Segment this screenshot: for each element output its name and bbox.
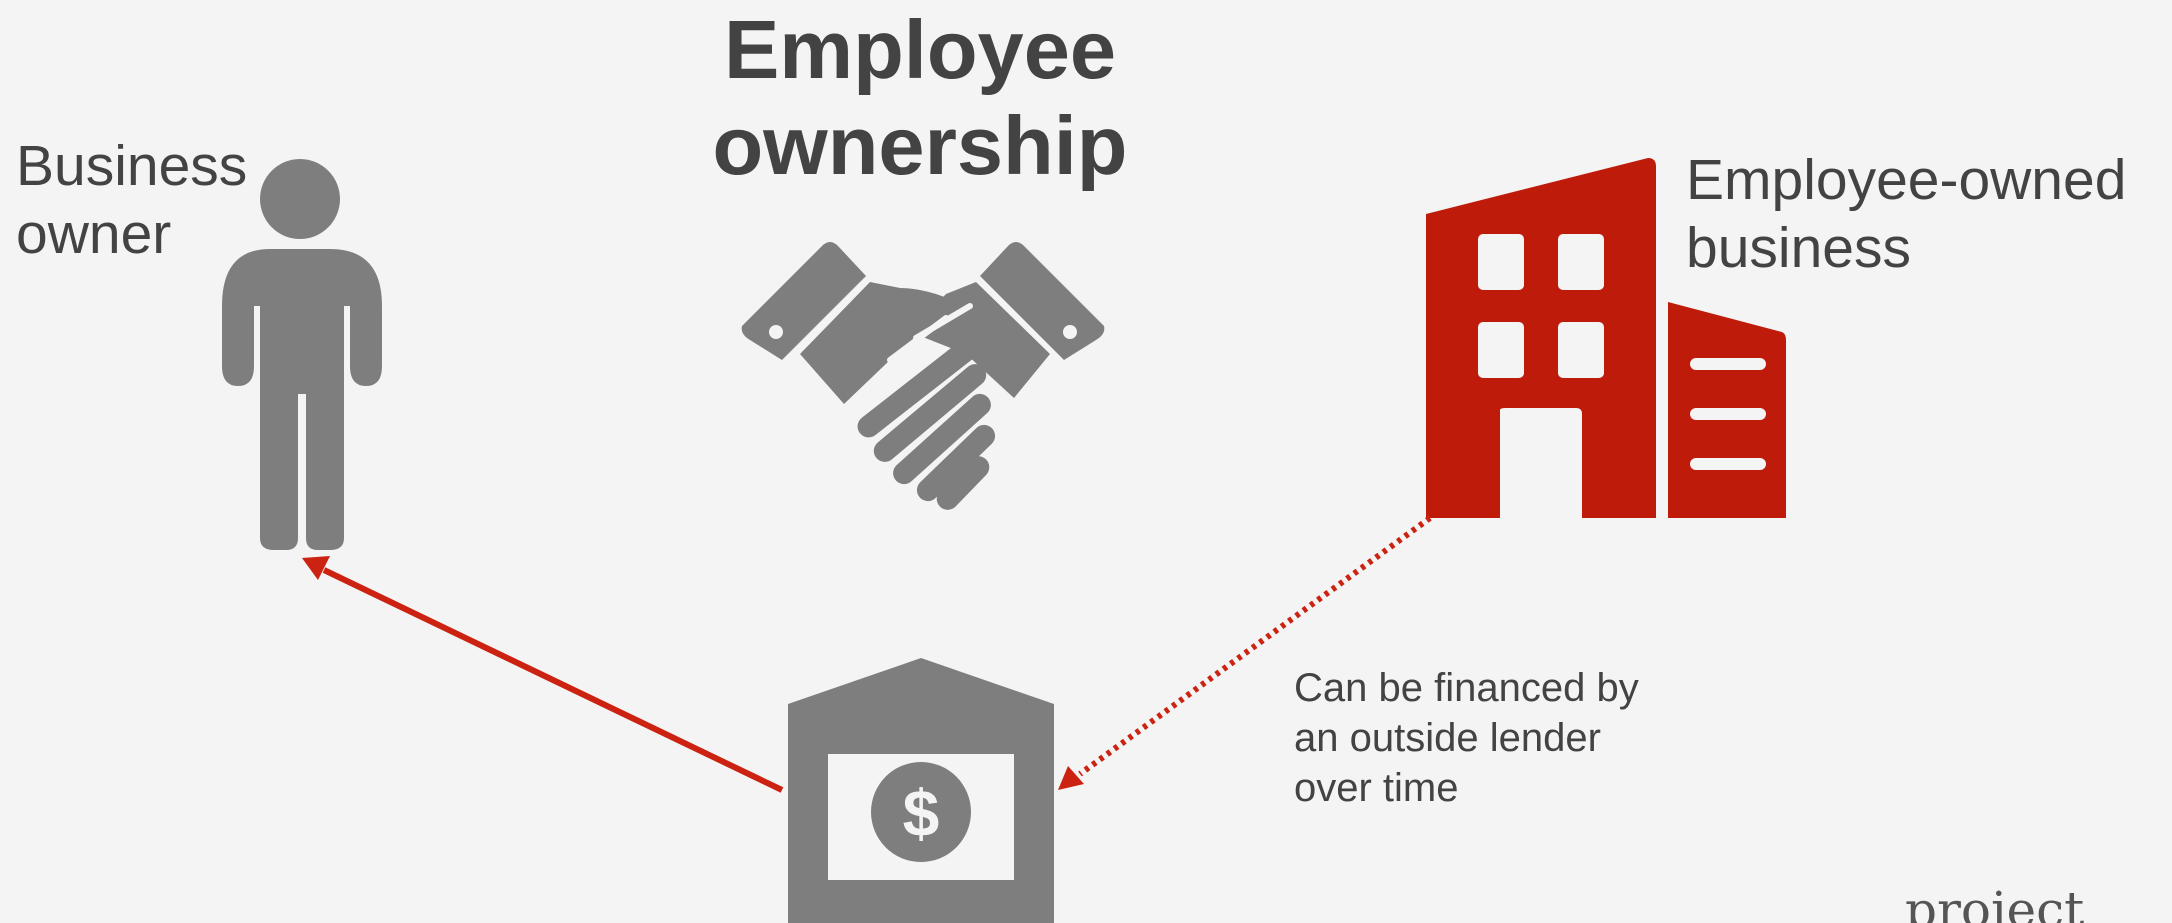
watermark-text: project	[1905, 881, 2085, 923]
svg-text:$: $	[903, 776, 940, 850]
financing-dotted-arrow	[1058, 515, 1432, 790]
payment-to-owner-arrow	[302, 556, 784, 793]
financing-note: Can be financed by an outside lender ove…	[1294, 666, 1639, 810]
employee-owned-business-label: Employee-owned business	[1686, 148, 2127, 280]
business-owner-label: Business owner	[16, 134, 248, 266]
office-building-icon	[1426, 158, 1786, 518]
diagram-title: Employee ownership	[712, 3, 1128, 192]
handshake-icon	[741, 242, 1105, 510]
bank-dollar-icon: $	[788, 658, 1054, 923]
person-icon	[222, 159, 382, 550]
